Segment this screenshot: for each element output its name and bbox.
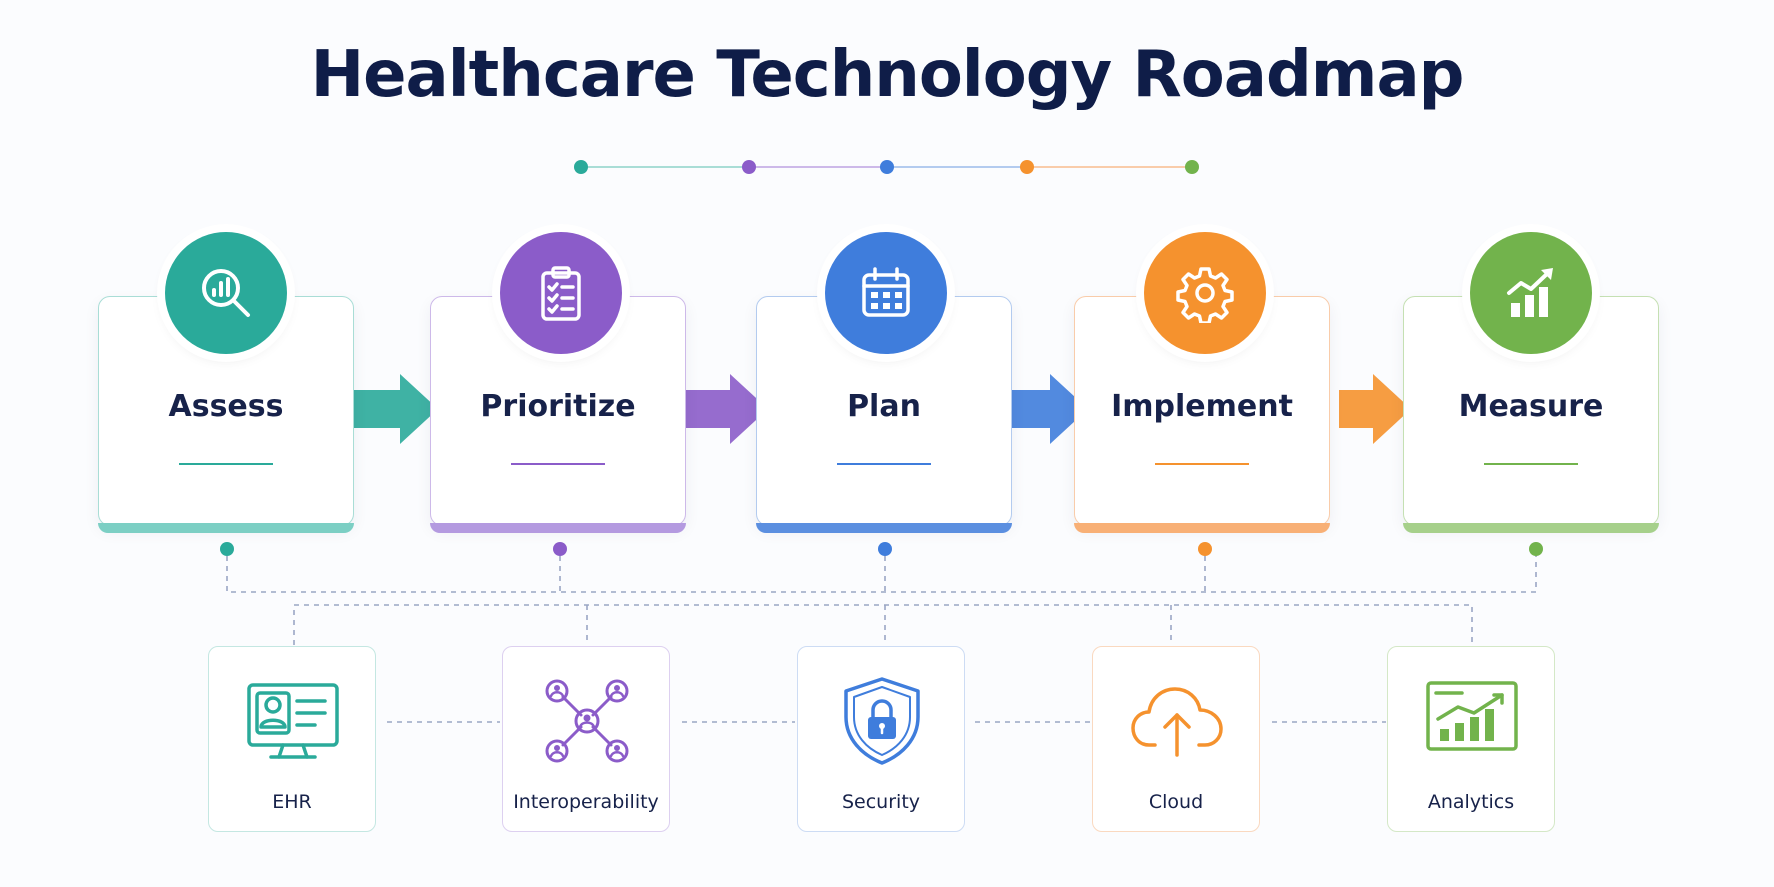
clipboard-checklist-icon <box>541 266 581 321</box>
stage-label: Plan <box>847 389 921 424</box>
cloud-upload-icon <box>1131 687 1223 757</box>
prioritize-circle <box>500 232 622 354</box>
tech-card-interoperability: Interoperability <box>502 646 670 832</box>
stage-label: Implement <box>1111 389 1293 424</box>
ehr-monitor-icon <box>247 683 339 759</box>
page-title: Healthcare Technology Roadmap <box>310 38 1465 112</box>
progress-dot <box>574 160 588 174</box>
tech-label: Interoperability <box>513 791 659 813</box>
gear-icon <box>1176 267 1234 323</box>
tech-card-ehr: EHR <box>208 646 376 832</box>
tech-label: EHR <box>272 791 312 813</box>
progress-dot <box>880 160 894 174</box>
progress-dot <box>1020 160 1034 174</box>
dashed-connectors <box>226 556 1537 723</box>
tech-label: Analytics <box>1427 791 1515 813</box>
progress-dot <box>1185 160 1199 174</box>
shield-lock-icon <box>844 677 920 765</box>
tech-label: Security <box>841 791 921 813</box>
tech-card-security: Security <box>797 646 965 832</box>
stage-arrows <box>354 374 1411 444</box>
progress-dot <box>742 160 756 174</box>
stage-label: Measure <box>1458 389 1604 424</box>
arrow-plan-to-implement <box>1011 374 1088 444</box>
stage-label: Prioritize <box>480 389 636 424</box>
tech-card-cloud: Cloud <box>1092 646 1260 832</box>
arrow-implement-to-measure <box>1339 374 1411 444</box>
stage-label: Assess <box>168 389 284 424</box>
connector-dots <box>220 542 1543 556</box>
stage-card-measure: Measure <box>1403 296 1659 533</box>
arrow-prioritize-to-plan <box>686 374 768 444</box>
calendar-icon <box>862 267 910 317</box>
network-people-icon <box>545 679 629 763</box>
tech-card-analytics: Analytics <box>1387 646 1555 832</box>
assess-circle <box>165 232 287 354</box>
plan-circle <box>825 232 947 354</box>
implement-circle <box>1144 232 1266 354</box>
magnifier-chart-icon <box>202 269 250 317</box>
measure-circle <box>1470 232 1592 354</box>
growth-chart-icon <box>1507 268 1553 317</box>
analytics-screen-icon <box>1426 681 1518 751</box>
arrow-assess-to-prioritize <box>354 374 438 444</box>
title-progress-line <box>574 160 1199 174</box>
tech-label: Cloud <box>1148 791 1204 813</box>
